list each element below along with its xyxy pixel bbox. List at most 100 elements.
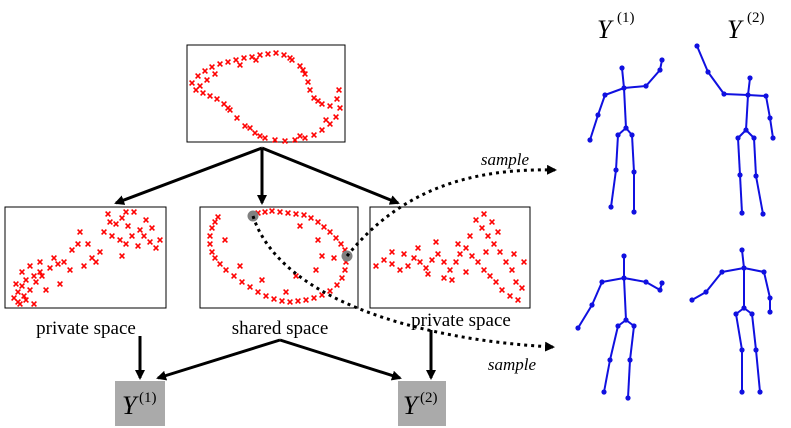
x-marker xyxy=(153,245,159,251)
x-marker xyxy=(237,263,243,269)
x-marker xyxy=(241,55,247,61)
x-marker xyxy=(212,71,218,77)
output-y1-base: Y xyxy=(122,391,139,420)
skeleton-joint xyxy=(770,135,776,141)
shared-plot-markers xyxy=(207,208,349,305)
x-marker xyxy=(429,257,435,263)
x-marker xyxy=(55,261,61,267)
x-marker xyxy=(389,261,395,267)
skeleton-bone xyxy=(753,137,757,177)
x-marker xyxy=(425,271,431,277)
output-y2-sup: (2) xyxy=(420,390,438,406)
x-marker xyxy=(105,211,111,217)
x-marker xyxy=(212,219,218,225)
skeleton-bone xyxy=(601,277,625,283)
x-marker xyxy=(441,259,447,265)
x-marker xyxy=(300,67,306,73)
bottom-arrows xyxy=(135,330,436,381)
skeleton-bone xyxy=(743,267,765,273)
x-marker xyxy=(269,208,275,214)
skeleton-joint xyxy=(631,169,637,175)
skeleton-bone xyxy=(707,71,725,95)
skeleton-joint xyxy=(619,65,625,71)
x-marker xyxy=(217,61,223,67)
skeleton-joint xyxy=(623,125,629,131)
skeleton-bone xyxy=(645,69,661,87)
x-marker xyxy=(147,239,153,245)
x-marker xyxy=(453,259,459,265)
skeleton-bone xyxy=(751,313,757,351)
label-sample-bottom: sample xyxy=(488,355,537,374)
x-marker xyxy=(200,90,206,96)
skeleton-bone xyxy=(769,117,774,139)
skeleton-bone xyxy=(737,137,741,176)
x-marker xyxy=(469,253,475,259)
x-marker xyxy=(27,263,33,269)
skeleton-bone xyxy=(723,93,749,96)
x-marker xyxy=(297,133,303,139)
x-marker xyxy=(287,55,293,61)
x-marker xyxy=(449,277,455,283)
x-marker xyxy=(293,211,299,217)
skeleton-joint xyxy=(721,91,727,97)
x-marker xyxy=(336,87,342,93)
x-marker xyxy=(149,225,155,231)
x-marker xyxy=(507,293,513,299)
skeleton-joint xyxy=(607,357,613,363)
x-marker xyxy=(19,283,25,289)
x-marker xyxy=(313,267,319,273)
skeleton-bone xyxy=(747,77,751,96)
output-box-y1 xyxy=(115,381,165,426)
x-marker xyxy=(475,259,481,265)
skeleton-joint xyxy=(757,389,763,395)
x-marker xyxy=(319,253,325,259)
x-marker xyxy=(119,215,125,221)
skeleton-bone xyxy=(645,281,661,291)
x-marker xyxy=(487,273,493,279)
skeleton-joint xyxy=(743,127,749,133)
skeleton-bone xyxy=(623,85,647,89)
skeleton-joint xyxy=(767,115,773,121)
x-marker xyxy=(331,255,337,261)
skeleton-joint xyxy=(739,210,745,216)
x-marker xyxy=(143,217,149,223)
x-marker xyxy=(61,259,67,265)
x-marker xyxy=(262,209,268,215)
x-marker xyxy=(277,209,283,215)
x-marker xyxy=(503,259,509,265)
x-marker xyxy=(311,132,317,138)
x-marker xyxy=(113,221,119,227)
x-marker xyxy=(37,269,43,275)
x-marker xyxy=(435,251,441,257)
x-marker xyxy=(135,243,141,249)
skeleton-bone xyxy=(755,349,761,393)
skeleton-joint xyxy=(629,132,635,138)
x-marker xyxy=(497,249,503,255)
x-marker xyxy=(204,77,210,83)
skeleton-bone xyxy=(691,291,707,301)
skeleton-joint xyxy=(753,347,759,353)
x-marker xyxy=(397,267,403,273)
skeleton-joint xyxy=(760,211,766,217)
x-marker xyxy=(433,239,439,245)
x-marker xyxy=(247,284,253,290)
skeleton-joint xyxy=(657,287,663,293)
x-marker xyxy=(337,105,343,111)
skeleton-joint xyxy=(595,112,601,118)
skeleton-joint xyxy=(745,92,751,98)
x-marker xyxy=(292,137,298,143)
x-marker xyxy=(237,62,243,68)
skeleton-joint xyxy=(753,173,759,179)
x-marker xyxy=(265,51,271,57)
skeleton-joint xyxy=(767,309,773,315)
x-marker xyxy=(485,233,491,239)
output-y1-sup: (1) xyxy=(139,390,157,406)
x-marker xyxy=(282,138,288,144)
skeleton-bone xyxy=(621,67,625,89)
x-marker xyxy=(271,296,277,302)
x-marker xyxy=(327,288,333,294)
x-marker xyxy=(334,96,340,102)
private-right-plot-box xyxy=(369,206,531,309)
x-marker xyxy=(373,263,379,269)
skeleton-bone xyxy=(610,169,617,208)
